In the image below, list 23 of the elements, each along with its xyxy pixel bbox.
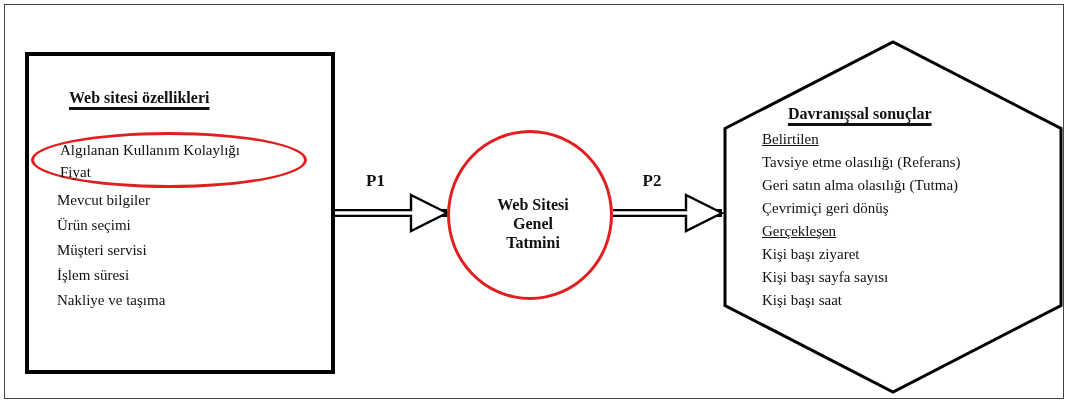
list-item: Belirtilen [762, 130, 819, 149]
list-item: Mevcut bilgiler [57, 191, 150, 210]
list-item: Kişi başı ziyaret [762, 245, 860, 264]
list-item: Müşteri servisi [57, 241, 147, 260]
list-item: Kişi başı saat [762, 291, 842, 310]
list-item: Gerçekleşen [762, 222, 837, 241]
list-item: Ürün seçimi [57, 216, 131, 235]
list-item: Geri satın alma olasılığı (Tutma) [762, 176, 959, 195]
hexagon-node [722, 40, 1064, 394]
node-label: Web Sitesi Genel Tatmini [496, 195, 570, 252]
list-item: Nakliye ve taşıma [57, 291, 166, 310]
edge-label: P1 [366, 171, 385, 190]
edge-label: P2 [642, 171, 662, 190]
box-heading: Web sitesi özellikleri [69, 88, 211, 107]
feature-box [25, 52, 335, 374]
highlight-ellipse [31, 132, 307, 188]
list-item: Fiyat [60, 163, 91, 182]
list-item: İşlem süresi [57, 266, 130, 285]
list-item: Kişi başı sayfa sayısı [762, 268, 889, 287]
list-item: Çevrimiçi geri dönüş [762, 199, 889, 218]
hexagon-heading: Davranışsal sonuçlar [788, 104, 933, 123]
list-item: Algılanan Kullanım Kolaylığı [60, 141, 240, 160]
list-item: Tavsiye etme olasılığı (Referans) [762, 153, 961, 172]
